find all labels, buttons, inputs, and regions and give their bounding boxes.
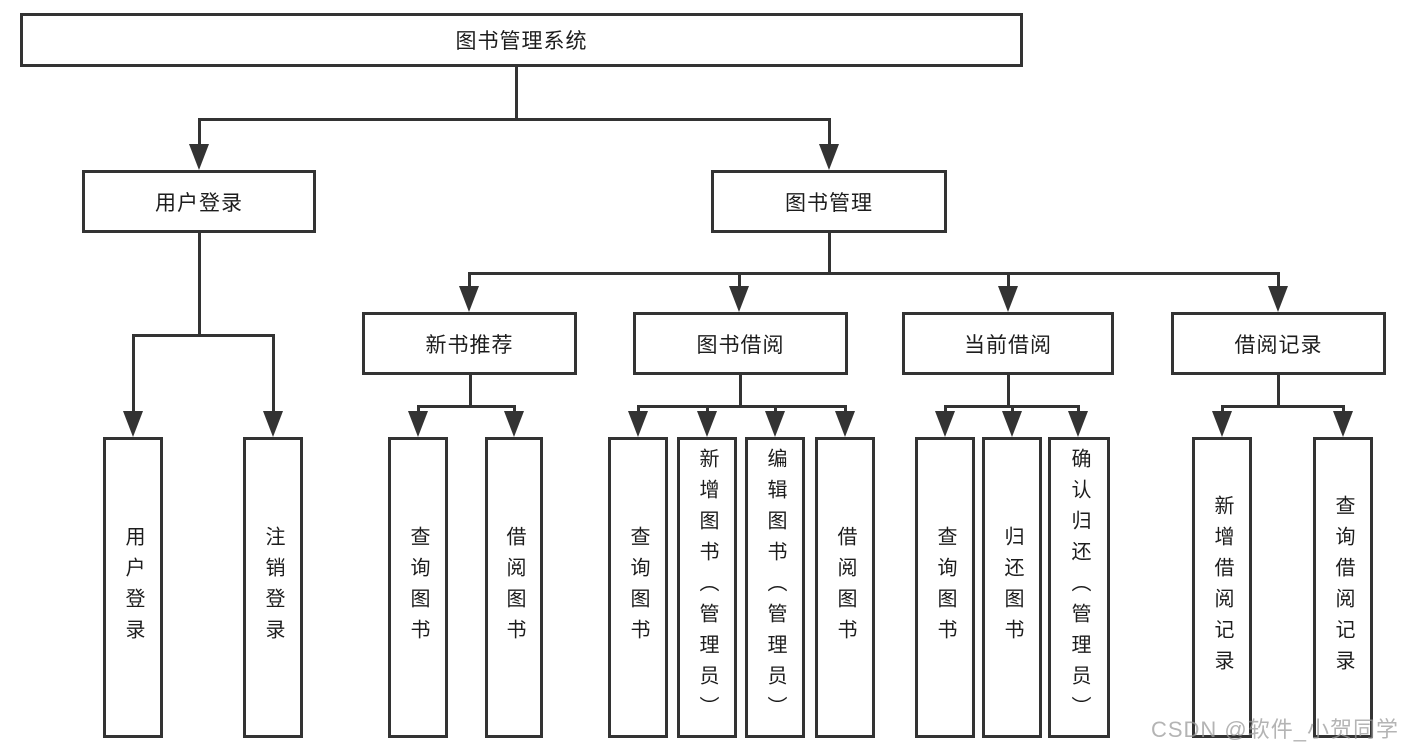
node-label: 图书管理 — [785, 191, 873, 215]
arrow-down-icon — [697, 411, 717, 437]
node-label: 查询图书 — [627, 525, 649, 650]
connector-drop-line — [513, 405, 516, 415]
node-leaf-query-borrow-record: 查询借阅记录 — [1313, 437, 1373, 738]
node-leaf-borrow-books-recommend: 借阅图书 — [485, 437, 543, 738]
node-label: 新书推荐 — [425, 333, 514, 357]
arrow-down-icon — [123, 411, 143, 437]
connector-branch-line — [198, 118, 831, 121]
node-current-borrowing: 当前借阅 — [902, 312, 1114, 375]
connector-drop-line — [132, 334, 135, 415]
connector-drop-line — [944, 405, 947, 415]
node-label: 用户登录 — [155, 191, 243, 215]
connector-drop-line — [774, 405, 777, 415]
node-book-borrowing: 图书借阅 — [633, 312, 848, 375]
connector-drop-line — [1277, 272, 1280, 290]
connector-drop-line — [272, 334, 275, 415]
node-leaf-query-books-borrowing: 查询图书 — [608, 437, 668, 738]
node-label: 借阅图书 — [834, 525, 856, 650]
node-label: 新增借阅记录 — [1211, 494, 1233, 681]
node-label: 查询图书 — [934, 525, 956, 650]
node-label: 归还图书 — [1001, 525, 1023, 650]
node-borrowing-records: 借阅记录 — [1171, 312, 1386, 375]
node-leaf-add-borrow-record: 新增借阅记录 — [1192, 437, 1252, 738]
connector-stem-line — [828, 232, 831, 275]
node-root: 图书管理系统 — [20, 13, 1023, 67]
arrow-down-icon — [628, 411, 648, 437]
arrow-down-icon — [765, 411, 785, 437]
arrow-down-icon — [1212, 411, 1232, 437]
connector-branch-line — [132, 334, 275, 337]
arrow-down-icon — [504, 411, 524, 437]
node-label: 新增图书（管理员） — [696, 448, 718, 727]
node-leaf-user-login: 用户登录 — [103, 437, 163, 738]
arrow-down-icon — [1268, 286, 1288, 312]
node-label: 查询图书 — [407, 525, 429, 650]
node-label: 当前借阅 — [964, 333, 1052, 357]
node-label: 确认归还（管理员） — [1068, 448, 1090, 727]
arrow-down-icon — [1068, 411, 1088, 437]
connector-branch-line — [417, 405, 516, 408]
connector-drop-line — [1007, 272, 1010, 290]
arrow-down-icon — [998, 286, 1018, 312]
arrow-down-icon — [189, 144, 209, 170]
arrow-down-icon — [729, 286, 749, 312]
connector-drop-line — [706, 405, 709, 415]
arrow-down-icon — [935, 411, 955, 437]
node-leaf-return-book: 归还图书 — [982, 437, 1042, 738]
node-leaf-borrow-books: 借阅图书 — [815, 437, 875, 738]
node-label: 借阅图书 — [503, 525, 525, 650]
arrow-down-icon — [408, 411, 428, 437]
csdn-watermark: CSDN @软件_小贺同学 — [1150, 717, 1399, 742]
arrow-down-icon — [263, 411, 283, 437]
connector-drop-line — [637, 405, 640, 415]
node-label: 查询借阅记录 — [1332, 494, 1354, 681]
connector-drop-line — [844, 405, 847, 415]
node-user-login: 用户登录 — [82, 170, 316, 233]
node-leaf-confirm-return-admin: 确认归还（管理员） — [1048, 437, 1110, 738]
node-new-book-recommend: 新书推荐 — [362, 312, 577, 375]
arrow-down-icon — [835, 411, 855, 437]
connector-drop-line — [1077, 405, 1080, 415]
arrow-down-icon — [819, 144, 839, 170]
node-leaf-edit-book-admin: 编辑图书（管理员） — [745, 437, 805, 738]
node-leaf-logout: 注销登录 — [243, 437, 303, 738]
connector-stem-line — [1007, 374, 1010, 408]
node-leaf-add-book-admin: 新增图书（管理员） — [677, 437, 737, 738]
connector-drop-line — [738, 272, 741, 290]
connector-stem-line — [739, 374, 742, 408]
node-book-management: 图书管理 — [711, 170, 947, 233]
node-leaf-query-books-recommend: 查询图书 — [388, 437, 448, 738]
node-label: 图书借阅 — [696, 333, 785, 357]
connector-stem-line — [1277, 374, 1280, 408]
connector-drop-line — [1342, 405, 1345, 415]
node-leaf-query-books-current: 查询图书 — [915, 437, 975, 738]
arrow-down-icon — [1002, 411, 1022, 437]
connector-drop-line — [1221, 405, 1224, 415]
node-label: 借阅记录 — [1234, 333, 1323, 357]
node-label: 编辑图书（管理员） — [764, 448, 786, 727]
connector-branch-line — [637, 405, 847, 408]
connector-stem-line — [198, 232, 201, 337]
connector-stem-line — [515, 67, 518, 121]
connector-stem-line — [469, 374, 472, 408]
connector-drop-line — [198, 118, 201, 148]
connector-drop-line — [828, 118, 831, 148]
arrow-down-icon — [459, 286, 479, 312]
connector-branch-line — [468, 272, 1280, 275]
connector-branch-line — [1221, 405, 1345, 408]
connector-drop-line — [417, 405, 420, 415]
connector-drop-line — [1011, 405, 1014, 415]
connector-drop-line — [468, 272, 471, 290]
node-label: 图书管理系统 — [455, 30, 588, 53]
arrow-down-icon — [1333, 411, 1353, 437]
node-label: 用户登录 — [122, 525, 144, 650]
node-label: 注销登录 — [262, 525, 284, 650]
